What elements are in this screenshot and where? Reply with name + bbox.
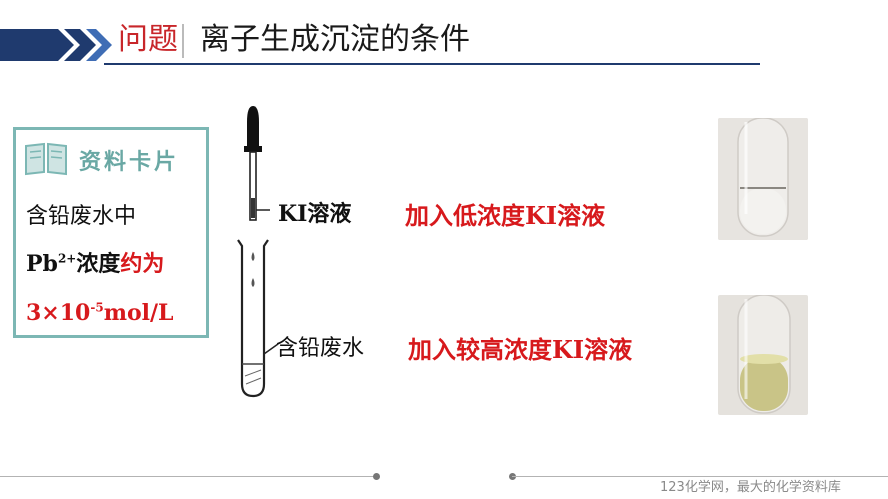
conc-unit: mol/L (103, 300, 174, 326)
footer-rule-left (0, 476, 376, 477)
conc-mantissa: 3×10 (26, 300, 91, 326)
card-line-3: 3×10-5mol/L (26, 300, 174, 326)
photo-yellow-precipitate (718, 295, 808, 415)
apparatus-illustration (237, 106, 279, 398)
concentration-word: 浓度 (76, 251, 121, 277)
tube-label: 含铅废水 (276, 336, 365, 361)
section-word: 问题 (118, 22, 178, 57)
pb-charge: 2+ (57, 251, 77, 266)
chevron-decoration-icon (0, 29, 112, 61)
book-icon (25, 142, 67, 176)
approx-word: 约为 (120, 251, 165, 277)
card-line-1: 含铅废水中 (26, 204, 137, 229)
dropper-stem-icon (249, 151, 257, 221)
test-tube-icon (237, 239, 269, 398)
title-underline (104, 63, 760, 65)
card-line-2: Pb2+浓度约为 (26, 246, 164, 278)
dropper-bulb-icon (247, 106, 259, 148)
action-low-concentration: 加入低浓度KI溶液 (405, 201, 606, 230)
card-heading: 资料卡片 (79, 149, 180, 175)
footer-dot-left (373, 473, 380, 480)
info-card: 资料卡片 含铅废水中 Pb2+浓度约为 3×10-5mol/L (13, 127, 209, 338)
page-title: 离子生成沉淀的条件 (200, 22, 470, 57)
dropper-label: KI溶液 (278, 201, 352, 227)
action-high-concentration: 加入较高浓度KI溶液 (408, 335, 633, 364)
photo-clear-solution (718, 118, 808, 240)
footer-rule-right (512, 476, 888, 477)
conc-exponent: -5 (90, 300, 104, 315)
pb-symbol: Pb (26, 251, 58, 277)
footer-watermark: 123化学网，最大的化学资料库 (660, 480, 841, 495)
title-divider (182, 24, 184, 58)
